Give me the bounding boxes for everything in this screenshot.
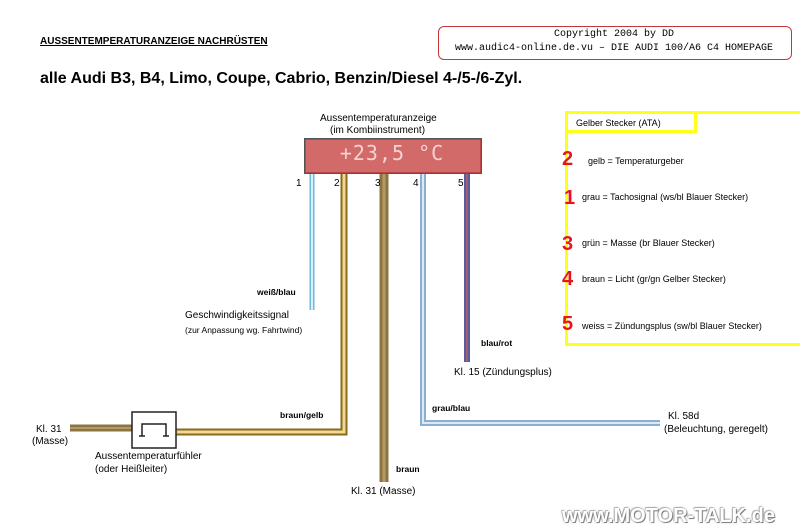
label-masse-left: (Masse): [32, 436, 69, 447]
legend-text-weiss: weiss = Zündungsplus (sw/bl Blauer Steck…: [582, 321, 762, 331]
legend-text-grau: grau = Tachosignal (ws/bl Blauer Stecker…: [582, 192, 749, 202]
legend-title: Gelber Stecker (ATA): [576, 118, 661, 128]
label-braun-gelb: braun/gelb: [280, 410, 324, 420]
pin-5: 5: [458, 178, 464, 189]
label-grau-blau: grau/blau: [432, 403, 471, 413]
legend-text-braun: braun = Licht (gr/gn Gelber Stecker): [582, 274, 726, 284]
wire-grau-blau: [420, 172, 660, 426]
label-kl15: Kl. 15 (Zündungsplus): [454, 367, 552, 378]
wire-braun-gelb: [176, 172, 348, 436]
header-title: AUSSENTEMPERATURANZEIGE NACHRÜSTEN: [40, 36, 268, 47]
pin-3: 3: [375, 178, 381, 189]
legend-num-5: 5: [562, 313, 574, 335]
pin-4: 4: [413, 178, 419, 189]
legend-num-4: 4: [562, 268, 574, 290]
legend-box: [565, 111, 800, 346]
main-title: alle Audi B3, B4, Limo, Coupe, Cabrio, B…: [40, 70, 523, 87]
label-geschwindigkeit: Geschwindigkeitssignal: [185, 310, 289, 321]
temperature-sensor: [131, 411, 177, 449]
pin-2: 2: [334, 178, 340, 189]
pin-1: 1: [296, 178, 302, 189]
watermark: www.MOTOR-TALK.de: [562, 505, 775, 527]
label-kl31-bottom: Kl. 31 (Masse): [351, 486, 416, 497]
legend-text-gelb: gelb = Temperaturgeber: [588, 156, 684, 166]
label-anpassung: (zur Anpassung wg. Fahrtwind): [185, 325, 303, 335]
temperature-display: [304, 138, 482, 174]
label-kl58: Kl. 58d: [668, 411, 700, 422]
label-kl31-left: Kl. 31: [36, 424, 62, 435]
legend-num-3: 3: [562, 233, 574, 255]
label-weiss-blau: weiß/blau: [257, 287, 296, 297]
legend-num-2: 2: [562, 148, 574, 170]
display-sublabel: (im Kombiinstrument): [330, 125, 426, 136]
legend-num-1: 1: [564, 187, 576, 209]
copyright-box: [438, 26, 792, 60]
legend-header: [565, 111, 697, 133]
label-blau-rot: blau/rot: [481, 338, 513, 348]
label-braun: braun: [396, 464, 420, 474]
label-sensor-alt: (oder Heißleiter): [95, 464, 168, 475]
copyright-link[interactable]: www.audic4-online.de.vu – DIE AUDI 100/A…: [454, 43, 774, 54]
label-beleuchtung: (Beleuchtung, geregelt): [664, 424, 768, 435]
temperature-value: +23,5 °C: [339, 141, 445, 165]
display-label: Aussentemperaturanzeige: [320, 113, 437, 124]
label-sensor: Aussentemperaturfühler: [95, 451, 202, 462]
legend-text-gruen: grün = Masse (br Blauer Stecker): [582, 238, 715, 248]
copyright-line1: Copyright 2004 by DD: [553, 29, 675, 40]
